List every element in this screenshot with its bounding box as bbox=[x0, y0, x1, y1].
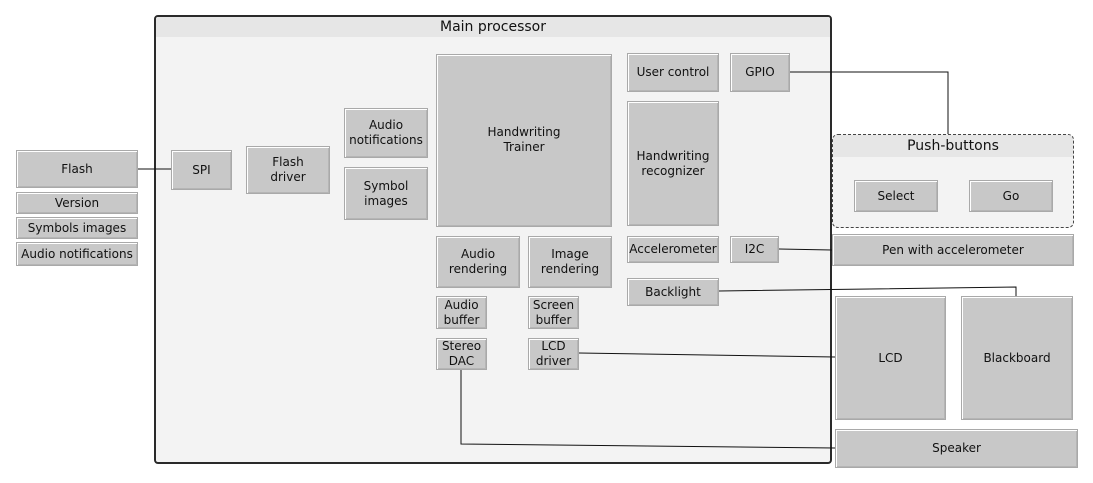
screen-buffer-block: Screen buffer bbox=[528, 296, 579, 329]
audio-notifications-storage-block: Audio notifications bbox=[16, 242, 138, 266]
user-control-block: User control bbox=[627, 53, 719, 92]
backlight-blackboard-wire bbox=[718, 286, 1017, 296]
image-rendering-label: Image rendering bbox=[540, 247, 600, 276]
audio-notifications-label: Audio notifications bbox=[349, 118, 423, 147]
user-control-label: User control bbox=[636, 65, 710, 79]
main-processor-title: Main processor bbox=[156, 17, 830, 37]
spi-label: SPI bbox=[192, 162, 211, 177]
stereo-dac-label: Stereo DAC bbox=[441, 339, 482, 368]
backlight-label: Backlight bbox=[645, 284, 701, 299]
flash-driver-block: Flash driver bbox=[246, 146, 330, 194]
symbol-images-label: Symbol images bbox=[363, 178, 409, 208]
blackboard-block: Blackboard bbox=[961, 296, 1073, 420]
handwriting-recognizer-label: Handwriting recognizer bbox=[636, 148, 710, 178]
gpio-label: GPIO bbox=[745, 65, 775, 79]
i2c-block: I2C bbox=[730, 236, 779, 263]
audio-buffer-block: Audio buffer bbox=[436, 296, 487, 329]
audio-rendering-block: Audio rendering bbox=[436, 236, 520, 288]
accelerometer-block: Accelerometer bbox=[627, 236, 719, 263]
flash-label: Flash bbox=[61, 161, 93, 176]
symbols-images-block: Symbols images bbox=[16, 217, 138, 239]
dac-speaker-wire bbox=[460, 370, 836, 449]
lcd-driver-block: LCD driver bbox=[528, 338, 579, 370]
symbol-images-block: Symbol images bbox=[344, 167, 428, 220]
speaker-block: Speaker bbox=[835, 429, 1078, 468]
select-button-label: Select bbox=[877, 188, 915, 203]
version-label: Version bbox=[54, 195, 100, 210]
flash-block: Flash bbox=[16, 150, 138, 188]
lcd-driver-lcd-wire bbox=[578, 352, 836, 358]
image-rendering-block: Image rendering bbox=[528, 236, 612, 288]
go-button-label: Go bbox=[1002, 188, 1020, 203]
gpio-pushbuttons-wire bbox=[790, 71, 949, 134]
stereo-dac-block: Stereo DAC bbox=[436, 338, 487, 370]
blackboard-label: Blackboard bbox=[983, 350, 1051, 365]
symbols-images-label: Symbols images bbox=[27, 220, 127, 235]
i2c-pen-wire bbox=[778, 248, 833, 251]
flash-driver-label: Flash driver bbox=[270, 155, 306, 184]
audio-buffer-label: Audio buffer bbox=[443, 297, 480, 327]
handwriting-recognizer-block: Handwriting recognizer bbox=[627, 101, 719, 226]
audio-notifications-block: Audio notifications bbox=[344, 108, 428, 158]
version-block: Version bbox=[16, 192, 138, 214]
handwriting-trainer-block: Handwriting Trainer bbox=[436, 54, 612, 227]
pen-with-accelerometer-label: Pen with accelerometer bbox=[882, 242, 1024, 257]
lcd-label: LCD bbox=[878, 350, 903, 365]
lcd-driver-label: LCD driver bbox=[535, 339, 572, 368]
screen-buffer-label: Screen buffer bbox=[532, 297, 575, 327]
select-button-block: Select bbox=[854, 180, 938, 212]
speaker-label: Speaker bbox=[932, 441, 981, 455]
handwriting-trainer-label: Handwriting Trainer bbox=[487, 125, 561, 154]
spi-block: SPI bbox=[171, 150, 232, 190]
accelerometer-label: Accelerometer bbox=[629, 242, 717, 256]
pen-with-accelerometer-block: Pen with accelerometer bbox=[832, 234, 1074, 266]
audio-notifications-storage-label: Audio notifications bbox=[21, 246, 133, 261]
audio-rendering-label: Audio rendering bbox=[448, 247, 508, 276]
go-button-block: Go bbox=[969, 180, 1053, 212]
i2c-label: I2C bbox=[744, 242, 765, 256]
push-buttons-title: Push-buttons bbox=[833, 135, 1073, 157]
lcd-block: LCD bbox=[835, 296, 946, 420]
backlight-block: Backlight bbox=[627, 278, 719, 306]
gpio-block: GPIO bbox=[730, 53, 790, 92]
